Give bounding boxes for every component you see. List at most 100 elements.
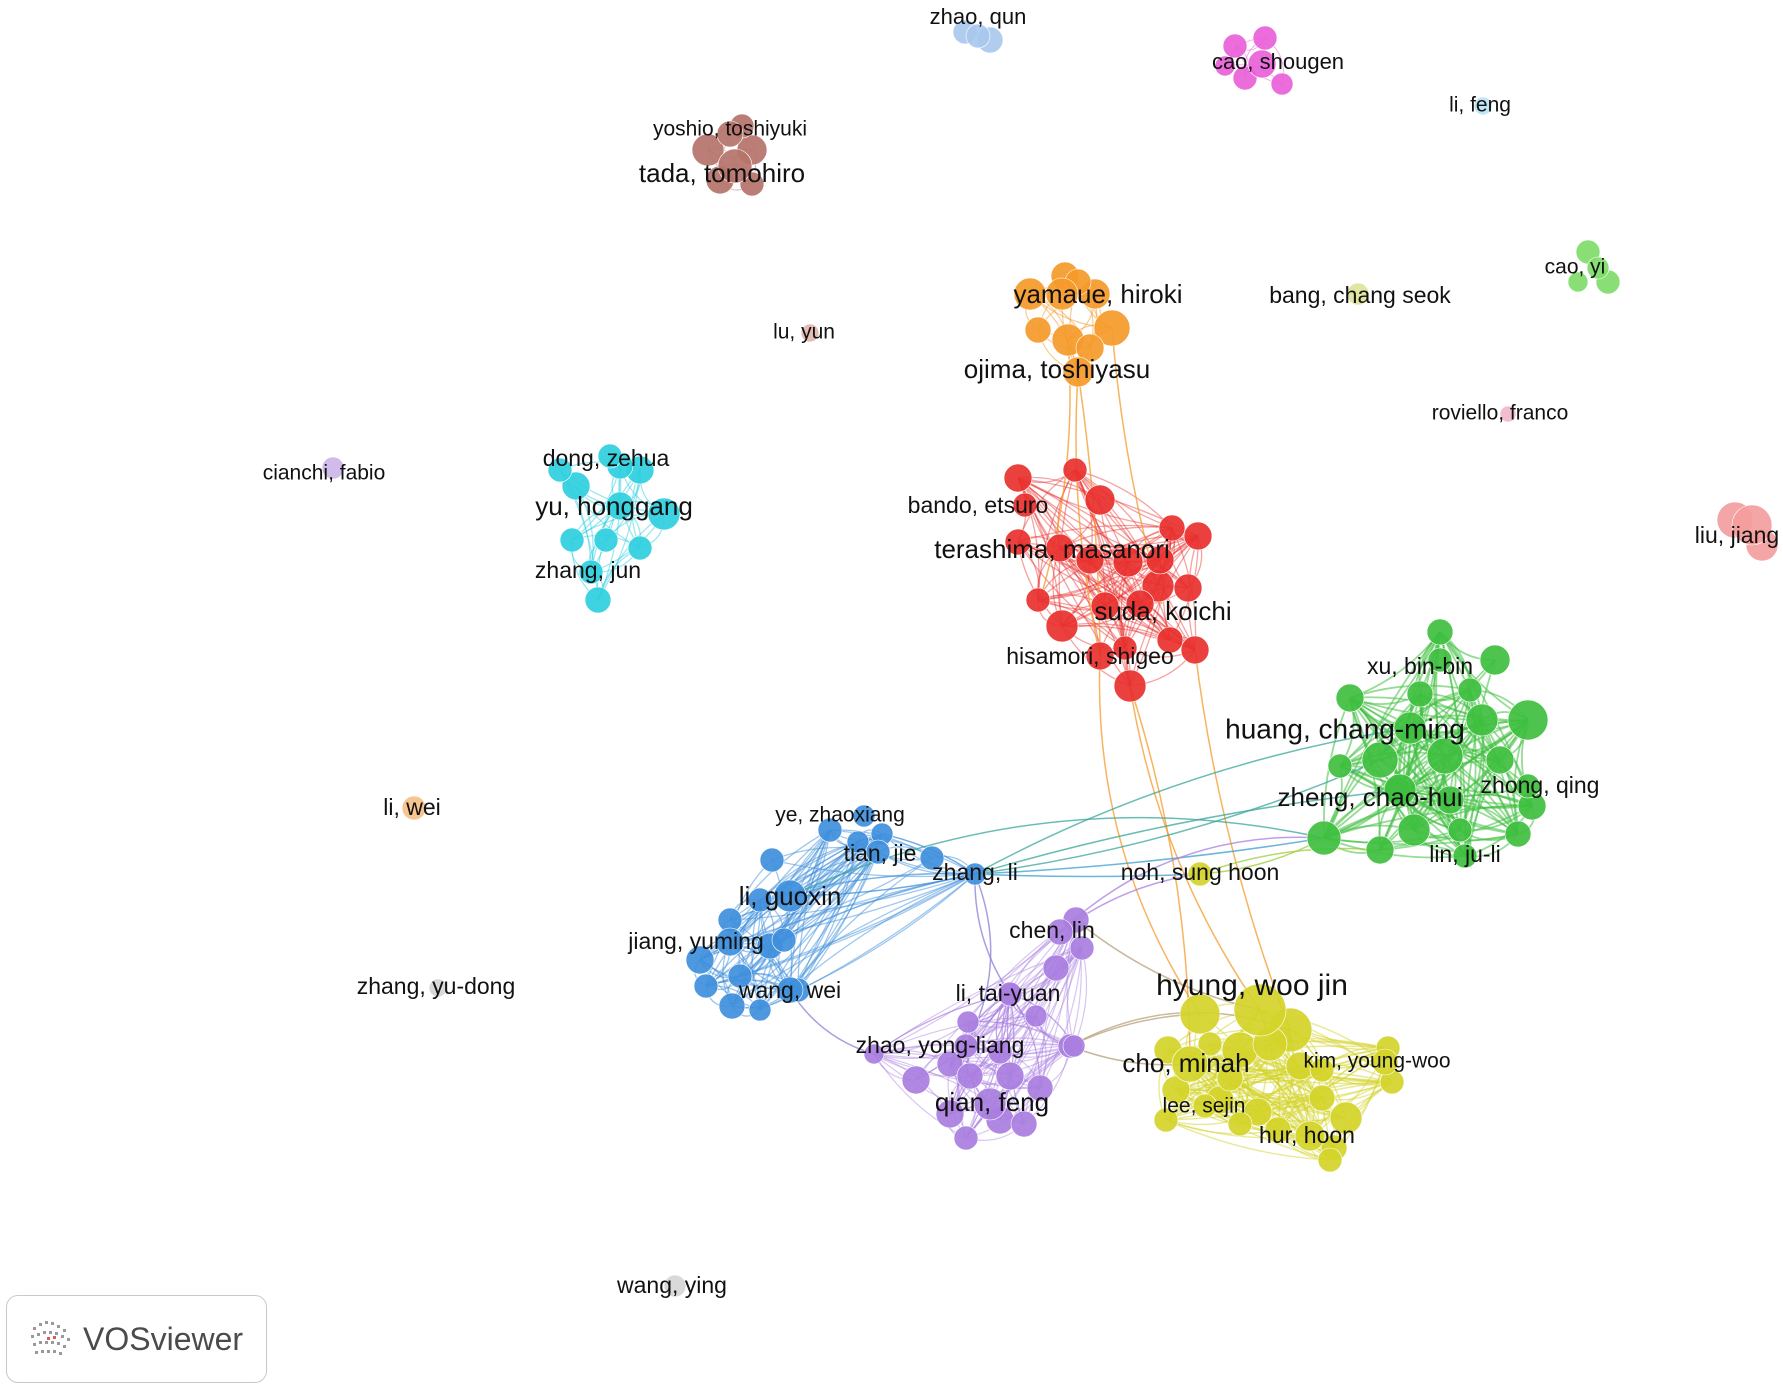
author-node[interactable] [1567, 271, 1589, 293]
author-label-huang-chang-ming[interactable]: huang, chang-ming [1225, 713, 1465, 744]
author-node[interactable] [1113, 669, 1147, 703]
author-node-li-wei[interactable] [401, 795, 427, 821]
author-node[interactable] [1457, 677, 1483, 703]
author-node-tian-jie[interactable] [865, 839, 891, 865]
author-label-yamaue-hiroki[interactable]: yamaue, hiroki [1013, 279, 1182, 309]
author-label-li-feng[interactable]: li, feng [1449, 94, 1511, 117]
author-node-ojima-toshiyasu[interactable] [1062, 356, 1094, 388]
author-node[interactable] [1264, 1116, 1292, 1144]
author-node[interactable] [987, 1039, 1013, 1065]
author-label-roviello-franco[interactable]: roviello, franco [1432, 402, 1569, 425]
author-node[interactable] [1180, 635, 1210, 665]
author-node[interactable] [1024, 1004, 1048, 1028]
author-node-zhang-yu-dong[interactable] [428, 978, 448, 998]
author-node[interactable] [1062, 1034, 1086, 1058]
author-label-ye-zhaoxiang[interactable]: ye, zhaoxiang [775, 804, 905, 827]
author-node-li-tai-yuan[interactable] [997, 981, 1023, 1007]
author-label-suda-koichi[interactable]: suda, koichi [1094, 596, 1231, 626]
author-node[interactable] [1042, 954, 1070, 982]
author-node[interactable] [1025, 587, 1051, 613]
author-node-kim-young-woo[interactable] [1371, 1048, 1399, 1076]
author-label-chen-lin[interactable]: chen, lin [1009, 917, 1095, 943]
author-node[interactable] [693, 973, 719, 999]
author-node[interactable] [1465, 703, 1499, 737]
author-node[interactable] [718, 992, 746, 1020]
author-label-xu-bin-bin[interactable]: xu, bin-bin [1367, 653, 1473, 679]
author-node-bang-chang-seok[interactable] [1346, 282, 1370, 306]
author-label-qian-feng[interactable]: qian, feng [935, 1087, 1049, 1117]
author-node[interactable] [863, 1043, 885, 1065]
author-node[interactable] [1093, 309, 1131, 347]
author-node[interactable] [956, 1062, 984, 1090]
author-node[interactable] [1214, 55, 1236, 77]
author-node[interactable] [1485, 745, 1515, 775]
author-node-hur-hoon[interactable] [1294, 1120, 1326, 1152]
author-label-hur-hoon[interactable]: hur, hoon [1259, 1122, 1355, 1148]
author-node[interactable] [727, 963, 753, 989]
author-label-cho-minah[interactable]: cho, minah [1122, 1048, 1249, 1078]
author-node[interactable] [1426, 737, 1464, 775]
author-node-jiang-yuming[interactable] [715, 927, 745, 957]
author-node[interactable] [1309, 1057, 1335, 1083]
author-node[interactable] [956, 1010, 980, 1034]
author-node[interactable] [1026, 1074, 1054, 1102]
author-node-xu-bin-bin[interactable] [1427, 647, 1453, 673]
author-node[interactable] [1335, 683, 1365, 713]
author-node[interactable] [584, 586, 612, 614]
author-label-noh-sung-hoon[interactable]: noh, sung hoon [1121, 859, 1280, 885]
author-node[interactable] [919, 845, 945, 871]
author-node[interactable] [1397, 813, 1431, 847]
author-node[interactable] [1158, 514, 1186, 542]
author-label-cao-yi[interactable]: cao, yi [1545, 256, 1606, 279]
author-label-zhang-jun[interactable]: zhang, jun [535, 557, 641, 583]
author-node-cao-yi[interactable] [1586, 256, 1610, 280]
author-node[interactable] [747, 887, 773, 913]
author-node[interactable] [759, 847, 785, 873]
author-node[interactable] [1216, 1064, 1244, 1092]
author-node[interactable] [1252, 25, 1278, 51]
author-node[interactable] [1479, 644, 1511, 676]
author-node[interactable] [1090, 591, 1120, 621]
author-node[interactable] [1365, 835, 1395, 865]
author-node[interactable] [1222, 33, 1248, 59]
author-node[interactable] [1308, 1084, 1336, 1112]
author-node[interactable] [1156, 626, 1184, 654]
author-node[interactable] [1507, 699, 1549, 741]
author-node[interactable] [1504, 820, 1532, 848]
author-node[interactable] [1270, 72, 1294, 96]
author-node[interactable] [953, 1125, 979, 1151]
author-node[interactable] [1227, 1111, 1253, 1137]
author-label-tada-tomohiro[interactable]: tada, tomohiro [639, 158, 805, 188]
author-label-zhang-li[interactable]: zhang, li [932, 859, 1018, 885]
author-label-li-guoxin[interactable]: li, guoxin [739, 881, 842, 911]
author-node[interactable] [1361, 741, 1399, 779]
author-node[interactable] [1112, 546, 1144, 578]
author-node[interactable] [1426, 618, 1454, 646]
author-node-wang-wei[interactable] [776, 976, 804, 1004]
author-node-yoshio-toshiyuki[interactable] [716, 120, 744, 148]
author-label-yu-honggang[interactable]: yu, honggang [535, 491, 693, 521]
author-node-lee-sejin[interactable] [1192, 1093, 1218, 1119]
author-label-kim-young-woo[interactable]: kim, young-woo [1303, 1050, 1450, 1073]
author-node[interactable] [1179, 993, 1221, 1035]
author-node[interactable] [1084, 484, 1116, 516]
author-node[interactable] [1062, 457, 1088, 483]
author-node[interactable] [935, 1099, 965, 1129]
author-node[interactable] [771, 927, 797, 953]
author-node[interactable] [1173, 573, 1203, 603]
author-label-lu-yun[interactable]: lu, yun [773, 321, 835, 344]
author-node[interactable] [559, 527, 585, 553]
author-node[interactable] [1004, 528, 1032, 556]
author-node[interactable] [627, 535, 653, 561]
author-node[interactable] [1447, 817, 1473, 843]
author-node[interactable] [1145, 545, 1175, 575]
author-node[interactable] [1197, 1031, 1223, 1057]
author-label-lee-sejin[interactable]: lee, sejin [1163, 1095, 1246, 1118]
author-node-li-feng[interactable] [1473, 96, 1493, 116]
author-label-wang-wei[interactable]: wang, wei [738, 977, 841, 1003]
author-node-yu-honggang[interactable] [605, 491, 635, 521]
author-node-terashima-masanori[interactable] [1045, 533, 1075, 563]
author-label-li-tai-yuan[interactable]: li, tai-yuan [956, 980, 1061, 1006]
author-node[interactable] [817, 817, 843, 843]
author-node-chen-lin[interactable] [1046, 918, 1074, 946]
